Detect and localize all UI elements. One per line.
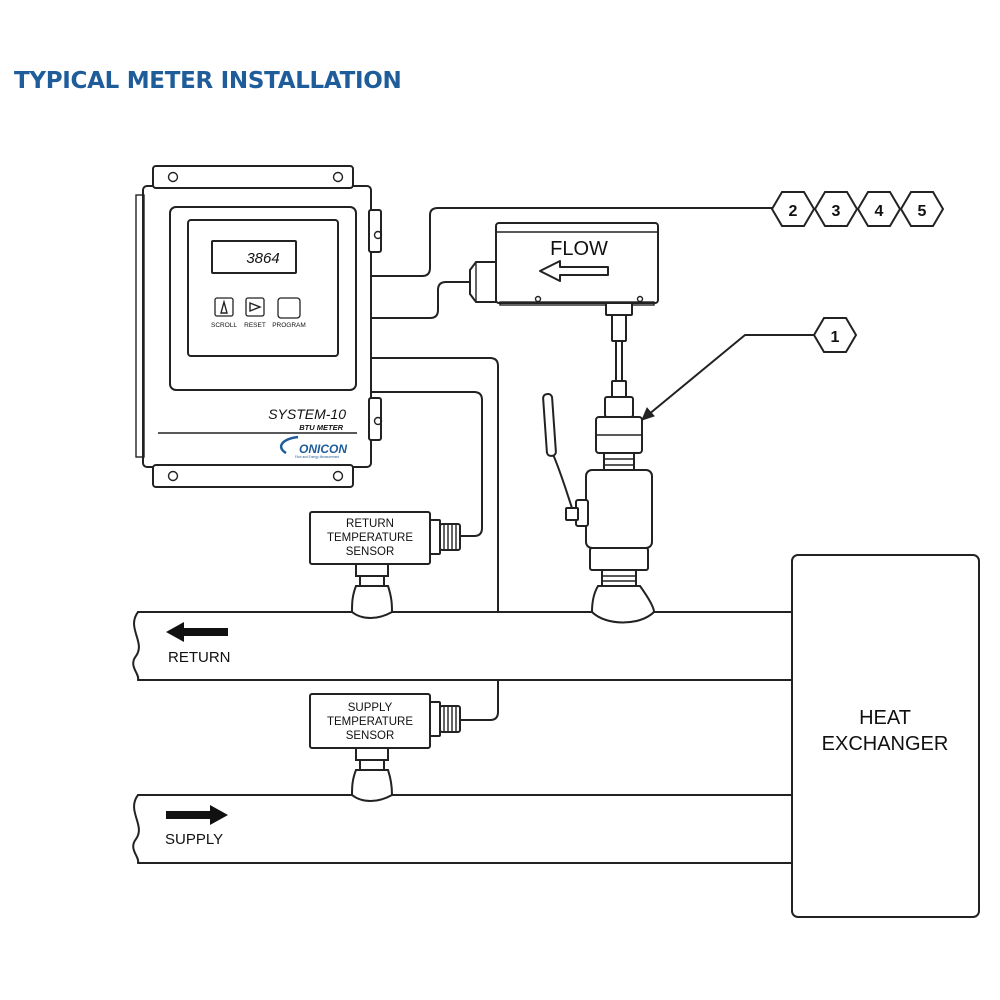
callout-5-number: 5 (918, 203, 927, 220)
return-flow-arrow (166, 622, 228, 642)
callout-4-number: 4 (875, 203, 884, 220)
callout-3: 3 (813, 191, 859, 227)
reset-button-label: RESET (244, 322, 266, 329)
return-temperature-sensor: RETURN TEMPERATURE SENSOR (309, 511, 461, 619)
scroll-button-label: SCROLL (211, 322, 237, 329)
return-sensor-label-line2: TEMPERATURE (327, 532, 413, 544)
valve-handle (542, 392, 557, 457)
callout-2-number: 2 (789, 203, 798, 220)
supply-flow-arrow (166, 805, 228, 825)
meter-subtitle: BTU METER (299, 423, 343, 432)
btu-meter-enclosure: 3864 SCROLL RESET PROGRAM SYSTEM-10 BTU … (135, 165, 383, 488)
signal-wires (371, 207, 776, 721)
wire-down-to-supply (371, 357, 499, 613)
supply-pipe-label: SUPPLY (165, 831, 223, 848)
onicon-brand: ONICON (299, 442, 347, 456)
meter-display (211, 240, 297, 274)
supply-temperature-sensor: SUPPLY TEMPERATURE SENSOR (309, 693, 461, 802)
flow-sensor-label: FLOW (550, 238, 608, 260)
callout-3-number: 3 (832, 203, 841, 220)
scroll-button[interactable] (214, 297, 234, 317)
program-button[interactable] (277, 297, 301, 319)
return-pipe: RETURN (132, 611, 793, 681)
ball-valve (542, 392, 656, 624)
wire-return-sensor (371, 391, 483, 537)
wire-to-callouts (371, 207, 776, 277)
onicon-tagline: Flow and Energy Measurement (295, 455, 339, 459)
meter-display-value: 3864 (246, 250, 279, 267)
wire-to-flow-sensor (371, 281, 471, 319)
callout-4: 4 (856, 191, 902, 227)
page-title: TYPICAL METER INSTALLATION (14, 68, 402, 94)
callout-1-number: 1 (831, 329, 840, 346)
callout-1: 1 (641, 317, 858, 421)
wire-supply-sensor (459, 679, 499, 721)
heat-exchanger-label-line1: HEAT (859, 707, 911, 729)
flow-sensor: FLOW (469, 222, 659, 472)
meter-model: SYSTEM-10 (268, 406, 346, 422)
program-button-label: PROGRAM (272, 322, 306, 329)
return-sensor-label-line3: SENSOR (346, 546, 395, 558)
return-sensor-label-line1: RETURN (346, 518, 394, 530)
supply-sensor-label-line1: SUPPLY (348, 702, 393, 714)
supply-sensor-label-line2: TEMPERATURE (327, 716, 413, 728)
supply-pipe: SUPPLY (132, 794, 793, 864)
supply-sensor-label-line3: SENSOR (346, 730, 395, 742)
reset-button[interactable] (245, 297, 265, 317)
heat-exchanger-label-line2: EXCHANGER (822, 733, 949, 755)
callout-2: 2 (770, 191, 816, 227)
flow-direction-arrow (539, 260, 609, 282)
onicon-logo: ONICON Flow and Energy Measurement (279, 435, 347, 459)
callout-5: 5 (899, 191, 945, 227)
return-pipe-label: RETURN (168, 649, 231, 666)
heat-exchanger: HEAT EXCHANGER (791, 554, 980, 918)
